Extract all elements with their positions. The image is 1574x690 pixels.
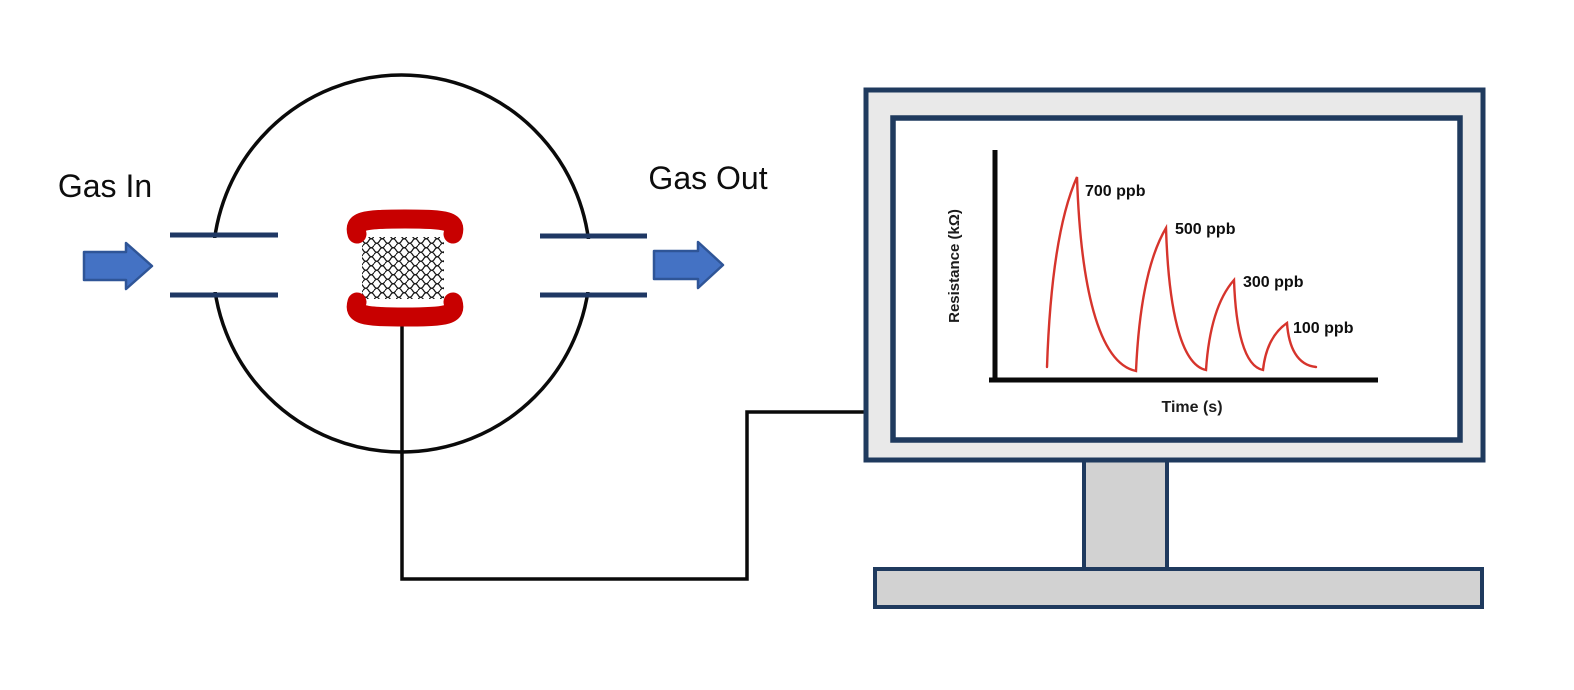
annotation-500ppb: 500 ppb (1175, 221, 1236, 238)
sensor-top-electrode (346, 209, 464, 244)
monitor-screen (890, 115, 1463, 443)
monitor-stand-neck (1082, 453, 1169, 573)
annotation-300ppb: 300 ppb (1243, 274, 1304, 291)
outlet-pipe-interior (540, 239, 647, 292)
chart-y-axis-label: Resistance (kΩ) (946, 209, 963, 323)
gas-out-arrow-icon (652, 240, 725, 290)
monitor-stand-base (873, 567, 1484, 609)
gas-in-label: Gas In (58, 168, 152, 204)
annotation-700ppb: 700 ppb (1085, 183, 1146, 200)
signal-wire (400, 318, 866, 581)
sensor-bottom-electrode (346, 292, 464, 327)
annotation-100ppb: 100 ppb (1293, 320, 1354, 337)
response-curve (1045, 176, 1318, 373)
sensing-material (362, 237, 444, 299)
chart-x-axis-label: Time (s) (1161, 399, 1222, 416)
gas-in-arrow-icon (82, 241, 154, 291)
gas-out-label: Gas Out (648, 160, 767, 196)
inlet-pipe-interior (170, 238, 278, 292)
